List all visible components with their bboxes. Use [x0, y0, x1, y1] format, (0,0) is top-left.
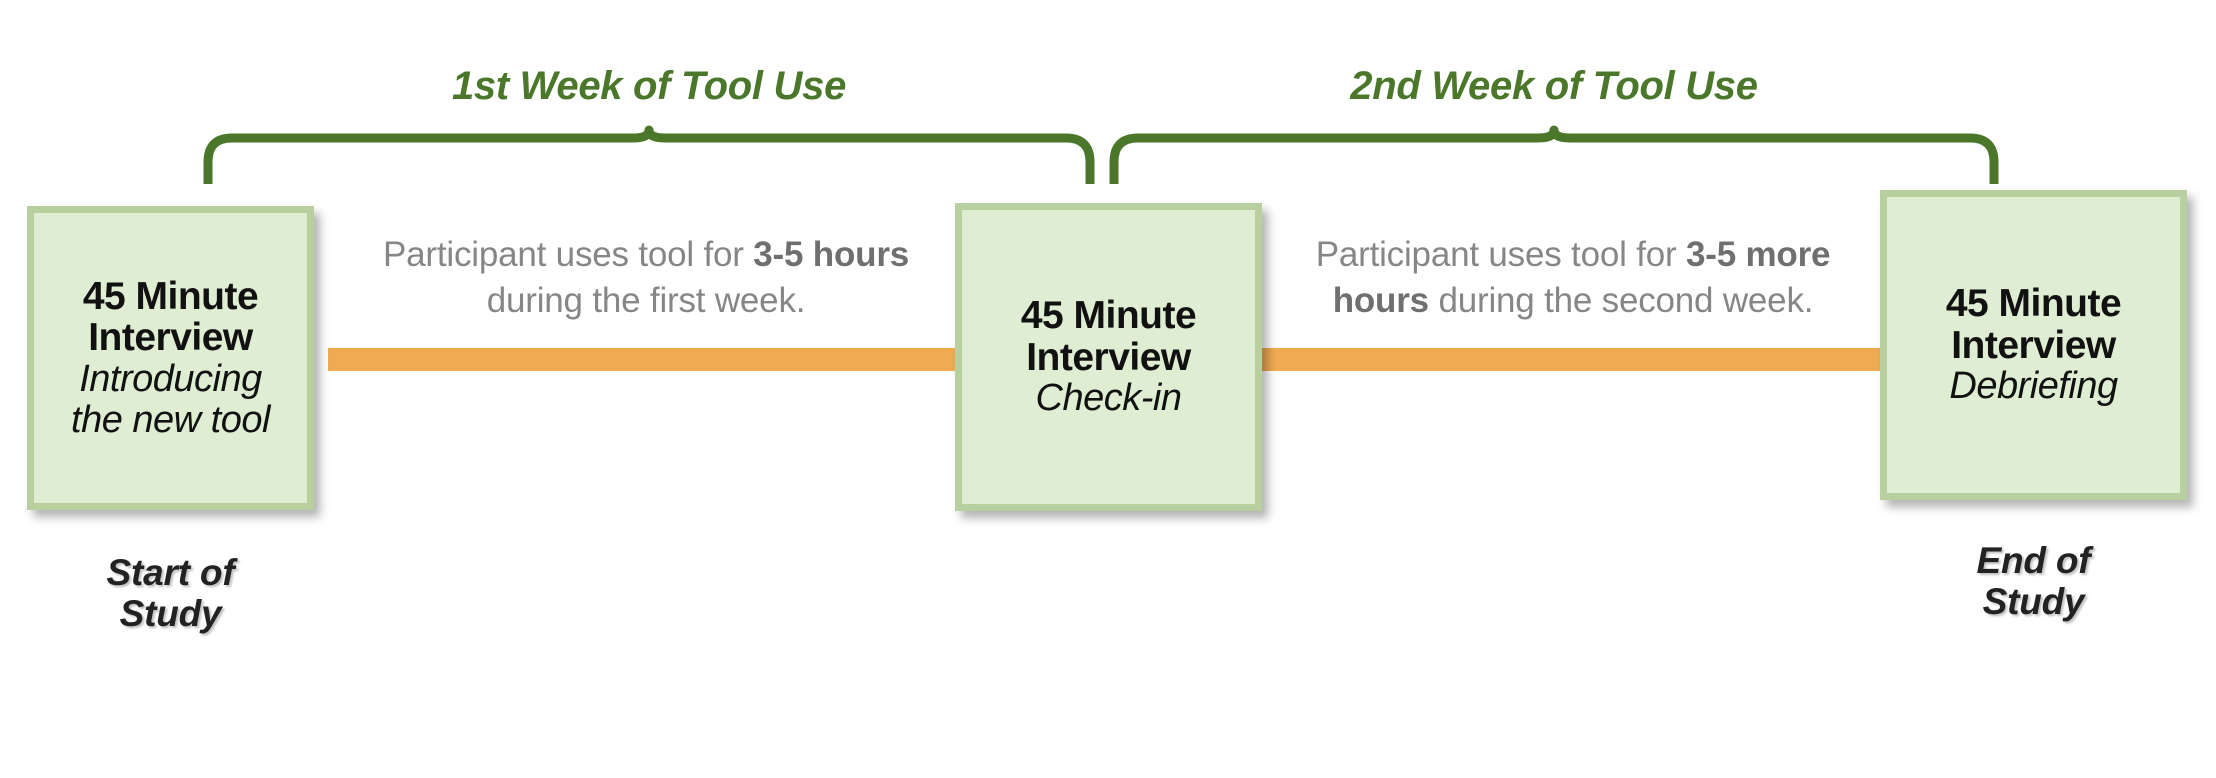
- timeline-connector-2: [1259, 348, 1885, 371]
- segment-1-text-before: Participant uses tool for: [383, 235, 754, 274]
- caption-end-line2: Study: [1982, 581, 2085, 623]
- interview-node-start-title-line2: Interview: [88, 316, 253, 360]
- interview-node-checkin[interactable]: 45 Minute Interview Check-in: [955, 203, 1262, 511]
- phase-label-second-week: 2nd Week of Tool Use: [1350, 64, 1758, 108]
- segment-1-text-emphasis: 3-5 hours: [753, 235, 909, 274]
- interview-node-debrief-title-line2: Interview: [1951, 323, 2116, 367]
- interview-node-checkin-title-line1: 45 Minute: [1020, 293, 1197, 337]
- interview-node-checkin-subtitle-line1: Check-in: [1035, 377, 1182, 420]
- brace-path-1: [203, 125, 1095, 184]
- segment-1-text-after: during the first week.: [486, 281, 806, 321]
- interview-node-debrief[interactable]: 45 Minute Interview Debriefing: [1880, 190, 2187, 500]
- segment-description-1: Participant uses tool for 3-5 hours duri…: [366, 232, 926, 324]
- segment-2-text-before: Participant uses tool for: [1315, 235, 1686, 274]
- interview-node-start[interactable]: 45 Minute Interview Introducing the new …: [27, 206, 314, 510]
- caption-end-of-study: End of Study: [1880, 540, 2187, 623]
- phase-brace-1: [200, 125, 1098, 186]
- caption-start-of-study: Start of Study: [27, 552, 314, 635]
- caption-start-line1: Start of: [106, 552, 235, 593]
- caption-end-line1: End of: [1976, 540, 2091, 581]
- phase-label-first-week: 1st Week of Tool Use: [451, 64, 847, 108]
- timeline-connector-1: [328, 348, 960, 371]
- segment-description-2: Participant uses tool for 3-5 more hours…: [1275, 232, 1871, 324]
- interview-node-start-subtitle-line1: Introducing: [79, 358, 262, 401]
- interview-node-checkin-title-line2: Interview: [1026, 335, 1191, 379]
- brace-path-2: [1109, 125, 1999, 184]
- caption-start-line2: Study: [119, 593, 222, 635]
- interview-node-start-subtitle-line2: the new tool: [71, 398, 270, 441]
- phase-brace-2: [1106, 125, 2002, 186]
- interview-node-start-title-line1: 45 Minute: [82, 274, 259, 318]
- segment-2-text-after: during the second week.: [1428, 281, 1814, 321]
- interview-node-debrief-title-line1: 45 Minute: [1945, 281, 2122, 325]
- interview-node-debrief-subtitle-line1: Debriefing: [1949, 365, 2118, 408]
- segment-2-text-emphasis: 3-5 more hours: [1332, 235, 1831, 321]
